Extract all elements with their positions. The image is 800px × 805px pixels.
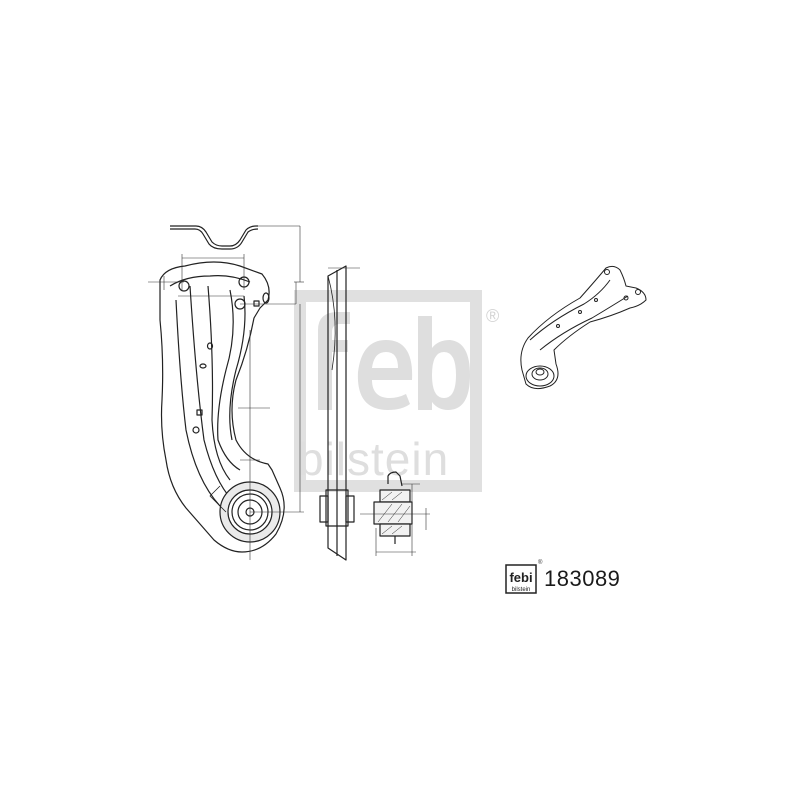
side-view [319,265,355,561]
svg-text:febi: febi [509,570,532,585]
bushing-section-view [373,471,413,544]
front-view-arm [159,261,285,553]
dimension-lines [148,226,430,560]
top-profile-view [170,225,300,250]
isometric-view [520,265,647,390]
badge-registered-mark: ® [538,560,543,566]
part-number: 183089 [544,566,621,591]
svg-text:bilstein: bilstein [512,587,531,593]
febi-badge-icon: febi bilstein [505,564,537,594]
